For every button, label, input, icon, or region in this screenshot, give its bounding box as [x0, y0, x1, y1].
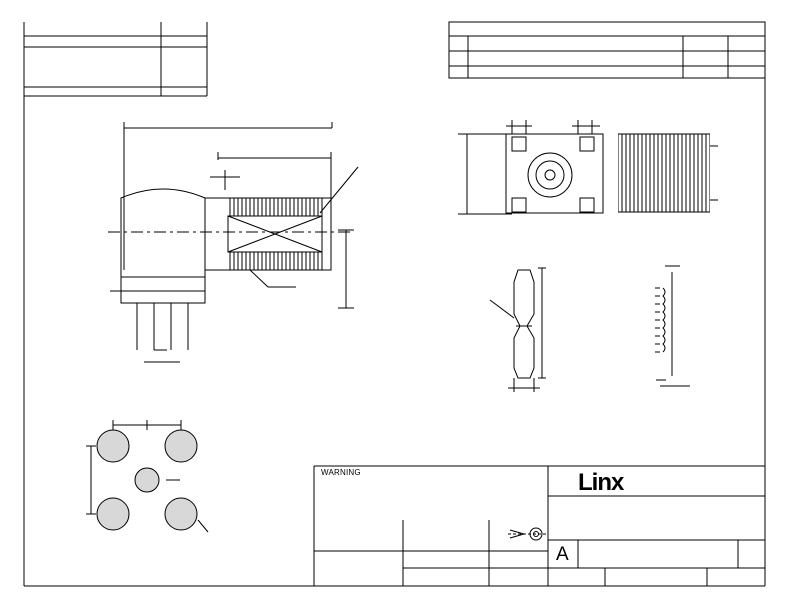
top-left-table — [24, 22, 208, 97]
washer-edge-view — [655, 265, 690, 387]
sheet-size-letter: A — [556, 544, 569, 565]
revision-table — [448, 21, 766, 79]
sheet-border — [23, 22, 766, 587]
footprint-pads — [96, 429, 198, 531]
company-logo: Linx — [578, 469, 624, 496]
pcb-footprint — [86, 420, 209, 533]
connector-front-view — [458, 120, 718, 215]
projection-symbol-icon — [508, 527, 548, 541]
connector-side-view — [108, 122, 359, 363]
washer-side-view — [489, 267, 546, 392]
warning-label: WARNING — [321, 468, 361, 477]
title-block — [313, 465, 765, 586]
